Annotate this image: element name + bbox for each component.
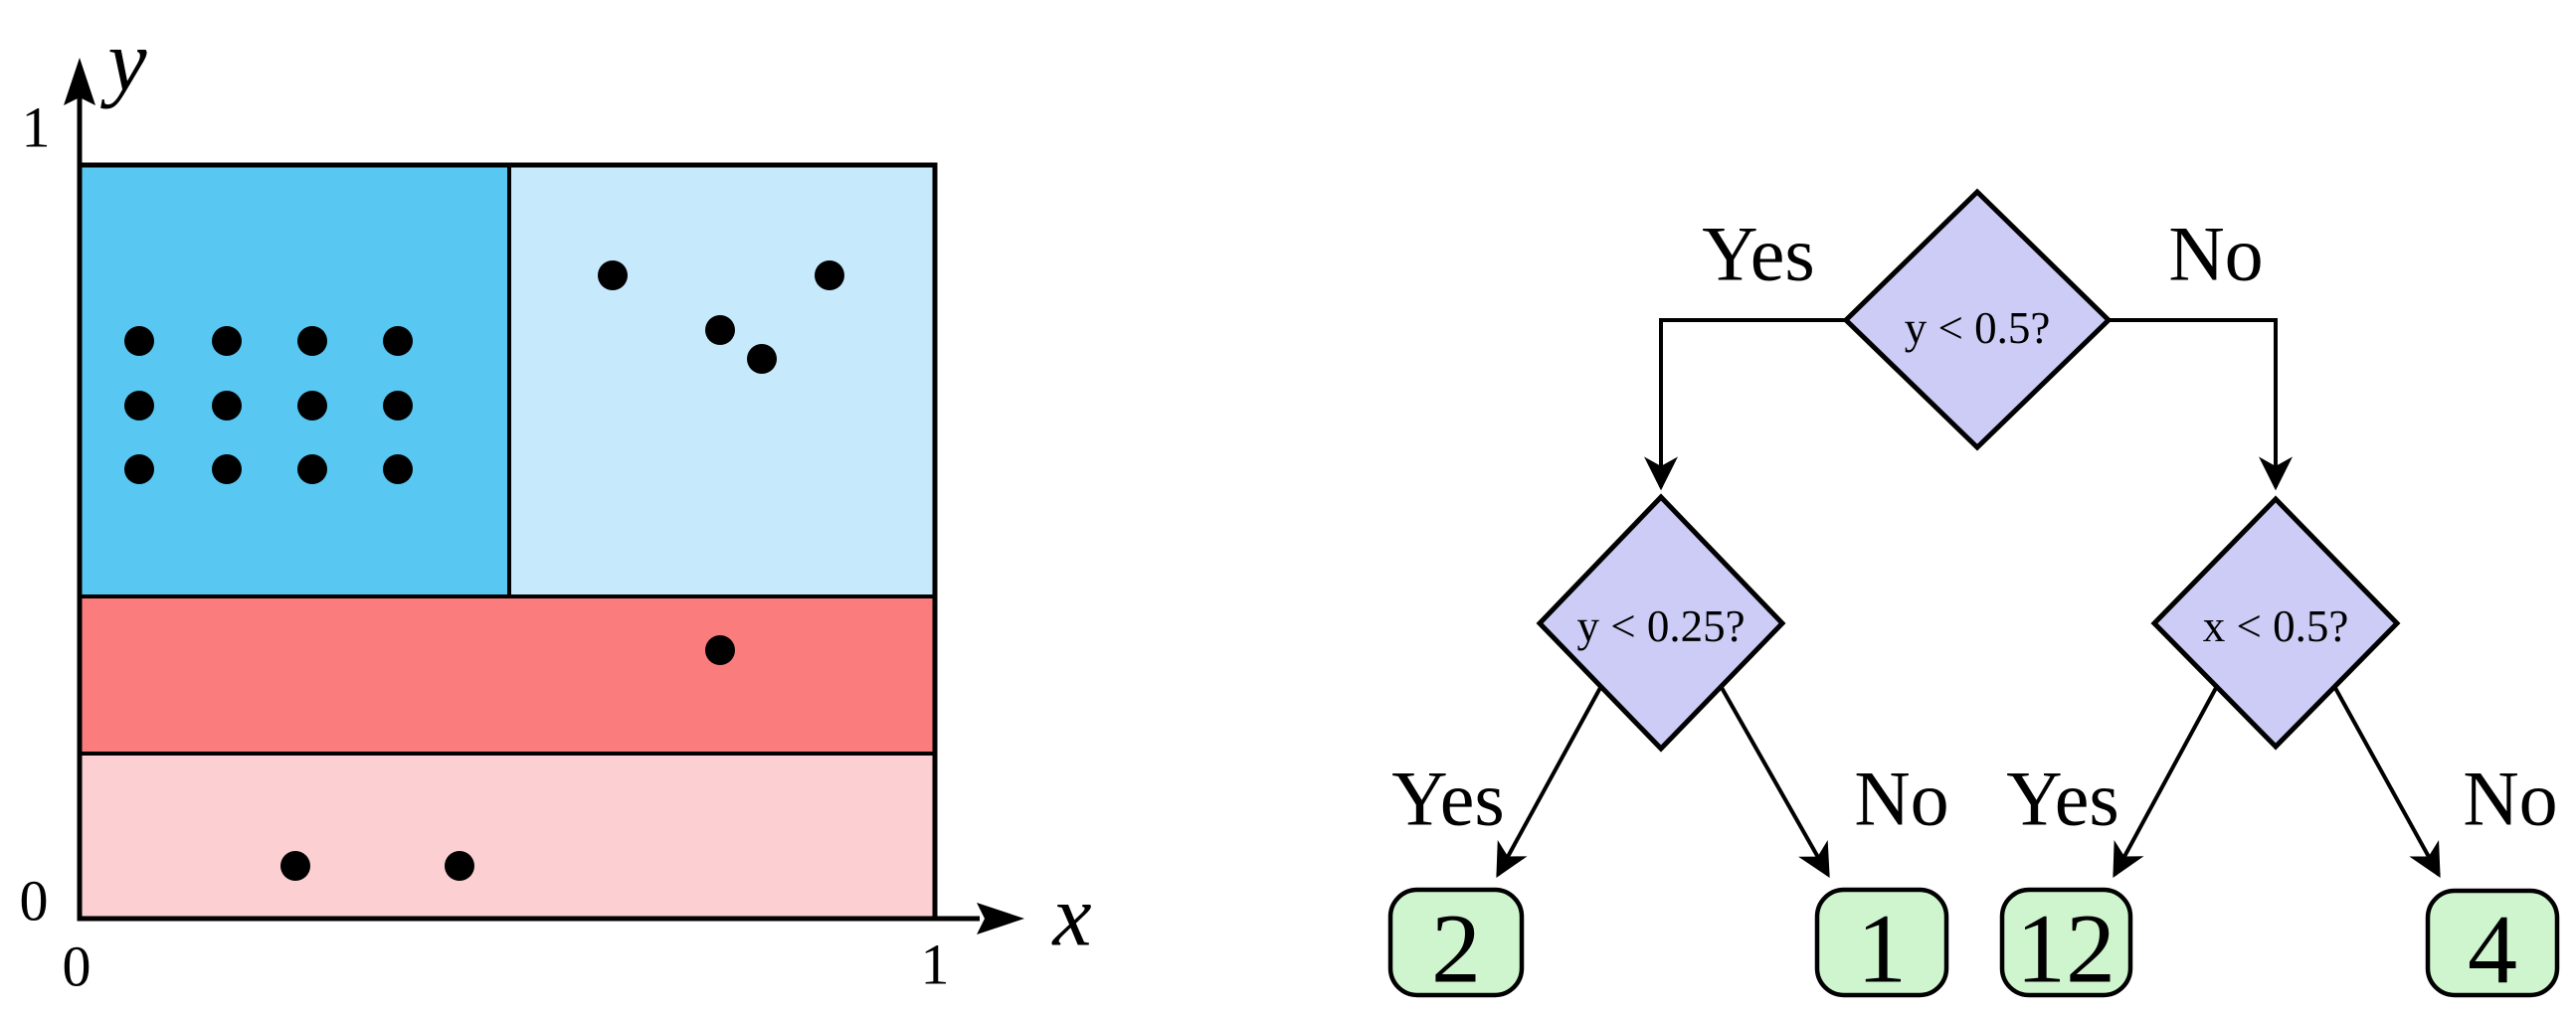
y-axis-arrow-icon xyxy=(64,58,95,105)
data-point xyxy=(383,391,413,421)
data-point xyxy=(815,260,844,290)
data-point xyxy=(705,635,735,665)
x-tick-0: 0 xyxy=(63,934,92,999)
branch-label-left-yes: Yes xyxy=(1391,756,1505,842)
y-tick-0: 0 xyxy=(20,869,49,933)
leaf-2-value: 2 xyxy=(1431,894,1481,1004)
edge-right-no xyxy=(2333,687,2441,878)
data-point xyxy=(212,454,242,484)
region-upper-left xyxy=(80,165,509,596)
edge-left-no xyxy=(1719,685,1830,878)
branch-label-left-no: No xyxy=(1854,756,1948,842)
leaf-2 xyxy=(1387,887,1525,998)
branch-label-root-yes: Yes xyxy=(1702,211,1815,297)
data-point xyxy=(124,454,154,484)
data-point xyxy=(297,454,327,484)
node-left-question: y < 0.25? xyxy=(1576,601,1745,651)
partition-plot: y x 1 0 0 1 xyxy=(20,14,1092,999)
branch-label-right-no: No xyxy=(2463,756,2557,842)
data-point xyxy=(383,454,413,484)
data-point xyxy=(124,326,154,356)
node-right xyxy=(2150,495,2401,751)
node-root-question: y < 0.5? xyxy=(1905,303,2051,353)
y-tick-1: 1 xyxy=(22,95,51,160)
edge-root-no xyxy=(2109,318,2293,491)
leaf-4 xyxy=(2425,888,2560,998)
region-upper-right xyxy=(509,165,935,596)
leaf-12-value: 12 xyxy=(2016,894,2116,1004)
region-bottom-band xyxy=(80,754,935,919)
node-root xyxy=(1842,188,2113,451)
data-point xyxy=(598,260,628,290)
edge-left-yes xyxy=(1496,685,1603,878)
data-point xyxy=(212,326,242,356)
data-point xyxy=(124,391,154,421)
x-axis-label: x xyxy=(1050,869,1091,965)
data-point xyxy=(705,315,735,345)
data-point xyxy=(445,851,474,881)
data-point xyxy=(212,391,242,421)
data-points xyxy=(124,260,844,881)
decision-tree: y < 0.5? y < 0.25? x < 0.5? Yes No Yes N… xyxy=(1387,188,2560,1005)
leaf-1 xyxy=(1814,887,1949,998)
edge-right-yes xyxy=(2113,687,2218,878)
data-point xyxy=(297,391,327,421)
leaf-12 xyxy=(1999,887,2133,998)
node-right-question: x < 0.5? xyxy=(2203,601,2349,651)
branch-label-root-no: No xyxy=(2168,211,2263,297)
y-axis-label: y xyxy=(99,14,147,110)
x-axis-arrow-icon xyxy=(977,903,1024,934)
region-middle-band xyxy=(80,596,935,754)
data-point xyxy=(383,326,413,356)
edge-root-yes xyxy=(1644,318,1846,491)
data-point xyxy=(747,344,777,374)
leaf-1-value: 1 xyxy=(1857,894,1907,1004)
leaf-4-value: 4 xyxy=(2468,895,2517,1005)
data-point xyxy=(280,851,310,881)
branch-label-right-yes: Yes xyxy=(2006,756,2119,842)
node-left xyxy=(1536,493,1786,753)
x-tick-1: 1 xyxy=(921,932,950,997)
data-point xyxy=(297,326,327,356)
